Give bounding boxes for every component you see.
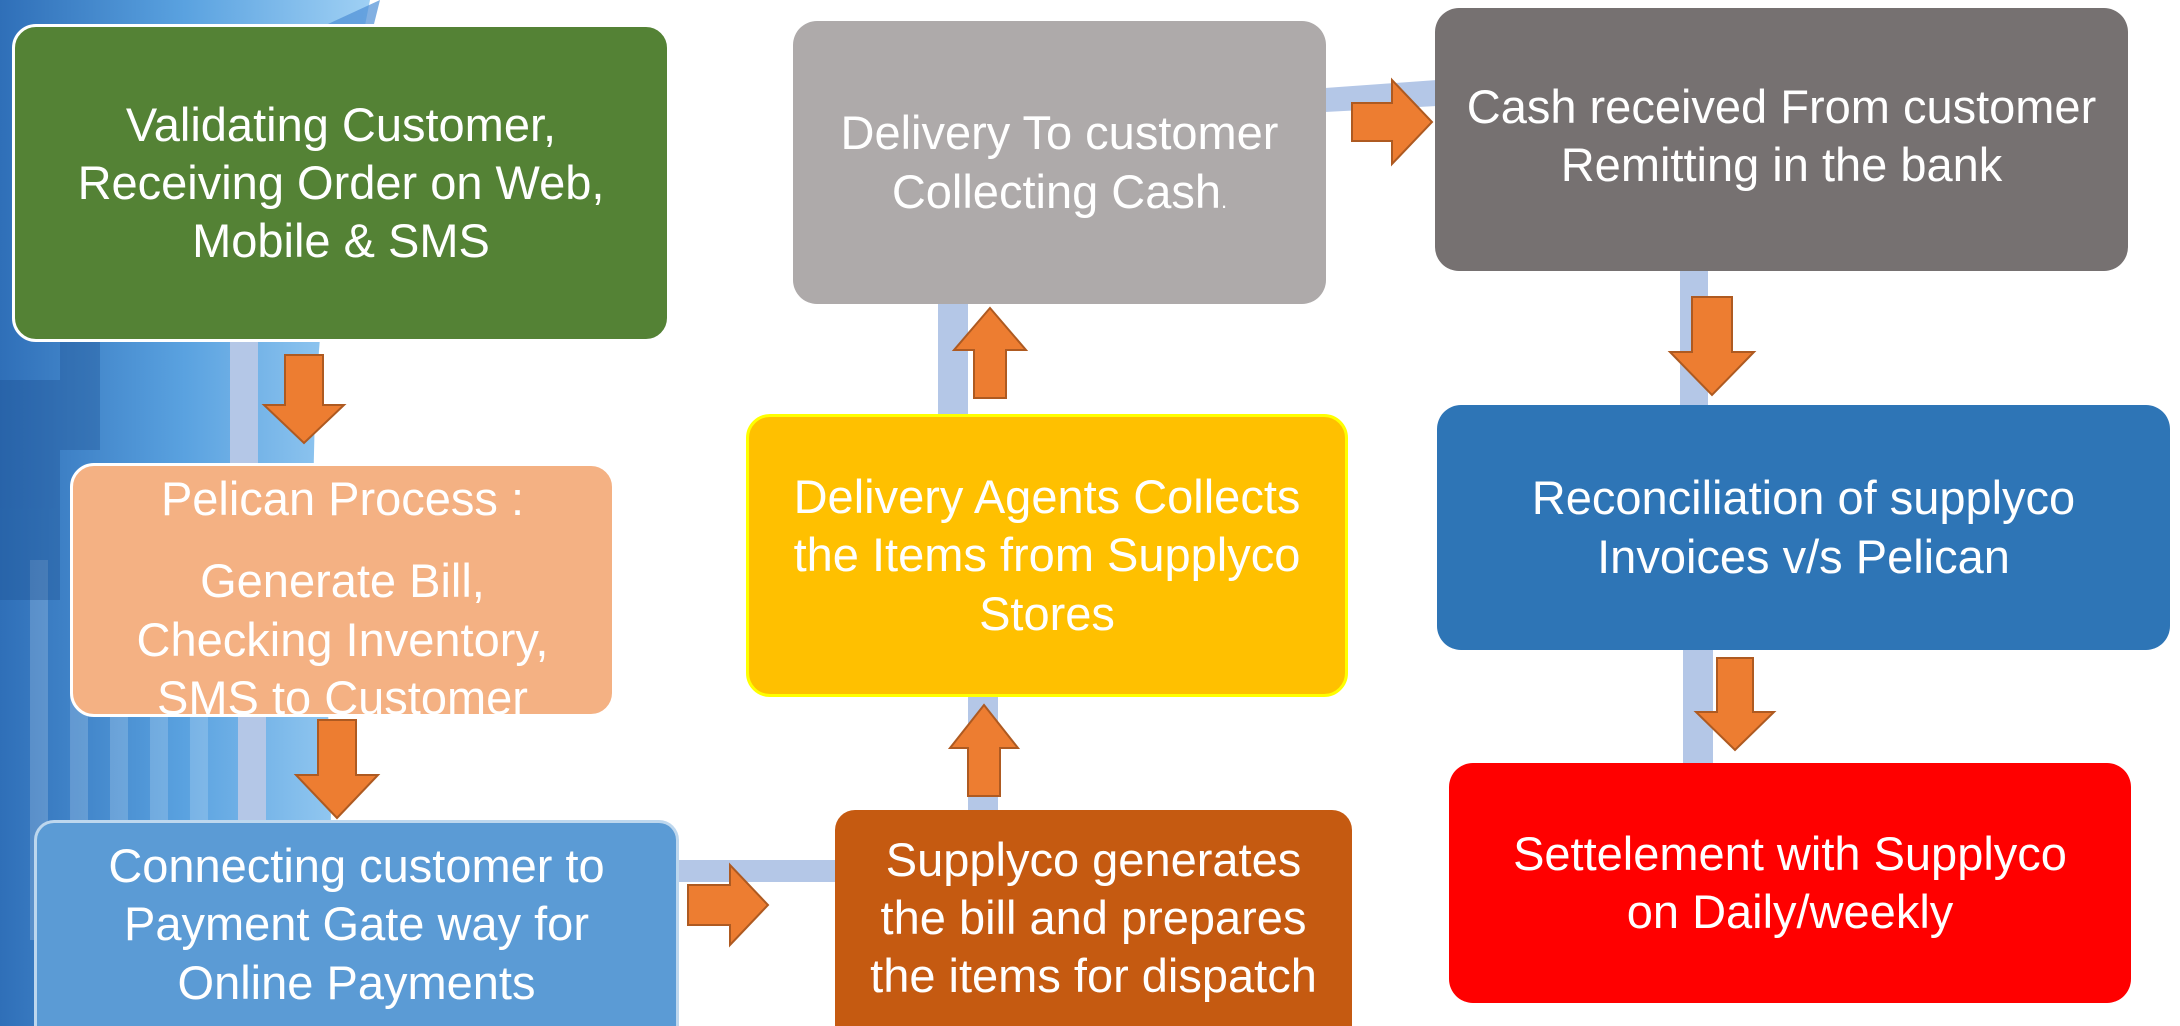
node-text-line: Reconciliation of supplyco (1531, 471, 2076, 525)
node-cash-received: Cash received From customer Remitting in… (1435, 8, 2128, 271)
node-validating-customer: Validating Customer, Receiving Order on … (12, 24, 670, 342)
node-text-line: Collecting Cash. (892, 163, 1227, 221)
node-text-line: Online Payments (177, 955, 536, 1009)
node-text-line: on Daily/weekly (1626, 885, 1954, 938)
connector-agents-delivery (938, 300, 968, 416)
node-text-line: SMS to Customer (157, 670, 528, 724)
node-text-line: Checking Inventory, (136, 612, 549, 666)
node-payment-gateway: Connecting customer to Payment Gate way … (34, 820, 679, 1026)
node-text-line: Receiving Order on Web, (77, 155, 605, 209)
connector-reconciliation-settlement (1683, 648, 1713, 765)
node-text-line: Supplyco generates (885, 832, 1302, 886)
node-delivery-to-customer: Delivery To customer Collecting Cash. (793, 21, 1326, 304)
node-text-line: Delivery To customer (840, 106, 1279, 160)
connector-cash-reconciliation (1680, 270, 1708, 407)
node-text-line: Invoices v/s Pelican (1597, 529, 2010, 583)
node-text-line: the Items from Supplyco (793, 528, 1301, 582)
connector-pelican-payment (238, 715, 266, 823)
node-text-fragment: Collecting Cash (891, 164, 1222, 218)
node-text-line: Mobile & SMS (192, 214, 490, 268)
node-text-line: the bill and prepares (880, 890, 1307, 944)
node-settlement: Settelement with Supplyco on Daily/weekl… (1449, 763, 2131, 1003)
node-text-line: Delivery Agents Collects (793, 470, 1301, 524)
node-text-line: Connecting customer to (108, 839, 605, 893)
node-text-line: Validating Customer, (125, 97, 557, 151)
node-reconciliation: Reconciliation of supplyco Invoices v/s … (1437, 405, 2170, 650)
node-text-line: Settelement with Supplyco (1513, 826, 2067, 880)
node-text-line: Cash received From customer (1466, 80, 2097, 133)
node-text-line: Stores (979, 586, 1115, 640)
node-text-fragment: . (1221, 187, 1228, 213)
node-text-line: Remitting in the bank (1560, 138, 2003, 192)
node-supplyco-generates-bill: Supplyco generates the bill and prepares… (835, 810, 1352, 1026)
connector-validate-pelican (230, 340, 258, 465)
connector-payment-supplyco (676, 860, 838, 882)
node-text-line: the items for dispatch (870, 949, 1317, 1003)
node-text-line: Generate Bill, (200, 554, 485, 608)
node-pelican-process: Pelican Process : Generate Bill, Checkin… (70, 463, 615, 724)
connector-supplyco-agents (968, 695, 998, 813)
node-title: Pelican Process : (160, 472, 525, 525)
node-delivery-agents: Delivery Agents Collects the Items from … (746, 414, 1348, 697)
connector-delivery-cash (1325, 80, 1437, 112)
node-text-line: Payment Gate way for (124, 897, 589, 951)
